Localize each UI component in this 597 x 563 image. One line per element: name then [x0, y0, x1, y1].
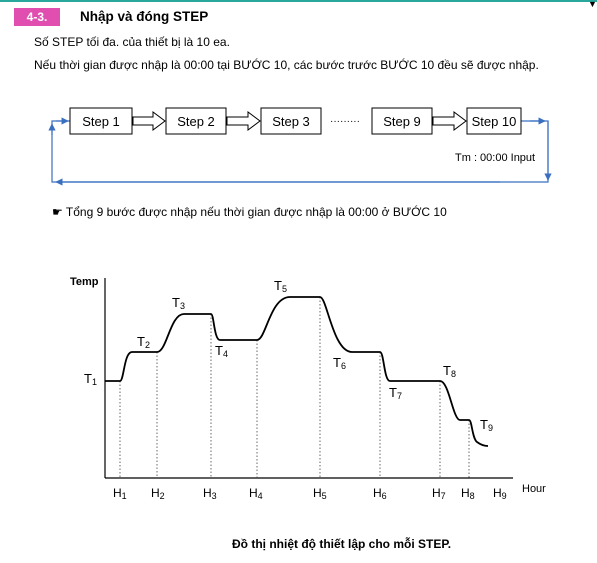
body-line-max-steps: Số STEP tối đa. của thiết bị là 10 ea.: [34, 35, 230, 49]
y-axis-label: Temp: [70, 276, 99, 288]
hour-label-4: H4: [249, 486, 263, 501]
hour-label-3: H3: [203, 486, 217, 501]
note-line: ☛ Tổng 9 bước được nhập nếu thời gian đư…: [52, 205, 447, 219]
step-box-2: [165, 107, 227, 135]
top-rule: [0, 0, 597, 2]
note-text: Tổng 9 bước được nhập nếu thời gian được…: [65, 205, 447, 219]
temp-label-6: T6: [333, 355, 346, 371]
hour-labels: H1 H2 H3 H4 H5 H6 H7 H8 H9: [113, 486, 507, 501]
temp-label-4: T4: [215, 343, 228, 359]
hour-label-9: H9: [493, 486, 507, 501]
step-box-1: [69, 107, 133, 135]
section-number: 4-3.: [14, 8, 60, 26]
hollow-arrows: [132, 111, 467, 131]
hour-label-5: H5: [313, 486, 327, 501]
temperature-curve: [105, 296, 489, 447]
x-axis-label: Hour: [522, 483, 546, 495]
step-label-3: Step 3: [272, 114, 310, 129]
step-label-2: Step 2: [177, 114, 215, 129]
corner-arrow-icon: ▼: [588, 0, 597, 9]
step-label-10: Step 10: [472, 114, 517, 129]
hour-label-7: H7: [432, 486, 446, 501]
temp-label-1: T1: [84, 371, 97, 387]
temp-label-5: T5: [274, 278, 287, 294]
temp-label-9: T9: [480, 417, 493, 433]
hour-label-8: H8: [461, 486, 475, 501]
hollow-arrow-2-3: [226, 111, 261, 131]
step-label-1: Step 1: [82, 114, 120, 129]
section-title: Nhập và đóng STEP: [80, 9, 209, 24]
step-label-9: Step 9: [383, 114, 421, 129]
step-box-9: [371, 107, 433, 135]
tm-input-note: Tm : 00:00 Input: [455, 152, 535, 164]
pointing-hand-icon: ☛: [52, 205, 63, 219]
temp-label-7: T7: [389, 385, 402, 401]
temp-label-3: T3: [172, 295, 185, 311]
temp-labels: T1 T2 T3 T4 T5 T6 T7 T8 T9: [84, 278, 493, 433]
hollow-arrow-1-2: [132, 111, 166, 131]
figure-caption: Đồ thị nhiệt độ thiết lập cho mỗi STEP.: [232, 537, 452, 551]
hollow-arrow-9-10: [432, 111, 467, 131]
step-box-10: [466, 107, 522, 135]
temp-label-2: T2: [137, 334, 150, 350]
hour-guide-lines: [119, 297, 470, 478]
body-line-step10-rule: Nếu thời gian được nhập là 00:00 tại BƯỚ…: [34, 58, 539, 72]
temp-label-8: T8: [443, 363, 456, 379]
flow-ellipsis: ·········: [330, 116, 360, 127]
hour-label-6: H6: [373, 486, 387, 501]
step-box-3: [260, 107, 322, 135]
hour-label-1: H1: [113, 486, 127, 501]
hour-label-2: H2: [151, 486, 165, 501]
step-flow-diagram: Step 1 Step 2 Step 3 Step 9 Step 10 ····…: [48, 107, 552, 186]
